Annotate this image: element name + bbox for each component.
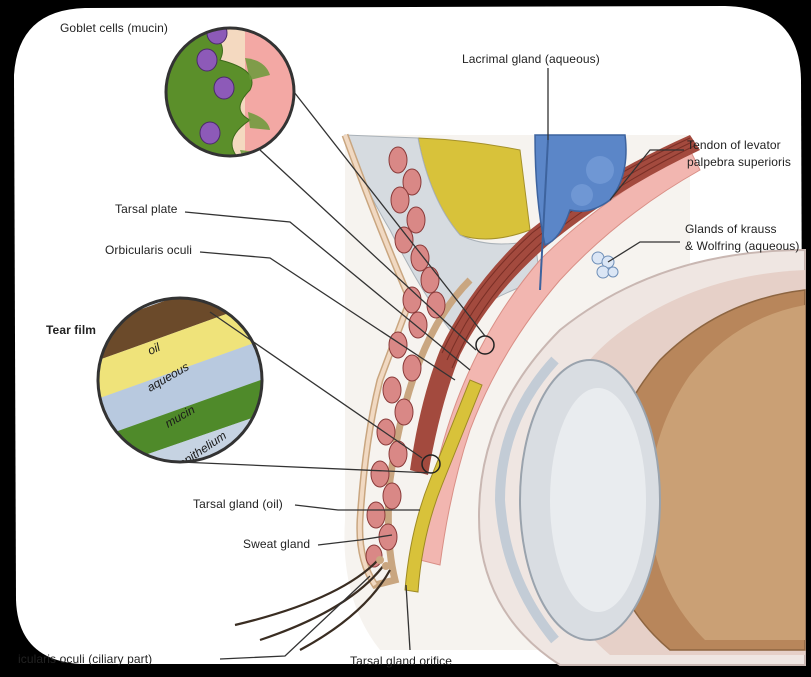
tarsal-gland-label: Tarsal gland (oil) — [193, 497, 283, 511]
goblet-cells-label: Goblet cells (mucin) — [60, 21, 168, 35]
tarsal-gland-orifice-label: Tarsal gland orifice — [350, 654, 452, 668]
sweat-gland-label: Sweat gland — [243, 537, 310, 551]
tendon-levator-line2: palpebra superioris — [687, 154, 791, 171]
glands-krauss-line2: & Wolfring (aqueous) — [685, 238, 800, 255]
glands-krauss-line1: Glands of krauss — [685, 221, 800, 238]
tear-film-label: Tear film — [46, 323, 96, 337]
tarsal-plate-label: Tarsal plate — [115, 202, 178, 216]
glands-krauss-label: Glands of krauss & Wolfring (aqueous) — [685, 221, 800, 255]
tendon-levator-line1: Tendon of levator — [687, 137, 791, 154]
lacrimal-gland-label: Lacrimal gland (aqueous) — [462, 52, 600, 66]
orbicularis-oculi-label: Orbicularis oculi — [105, 243, 192, 257]
orbicularis-ciliary-label: icularis oculi (ciliary part) — [18, 652, 152, 666]
tendon-levator-label: Tendon of levator palpebra superioris — [687, 137, 791, 171]
